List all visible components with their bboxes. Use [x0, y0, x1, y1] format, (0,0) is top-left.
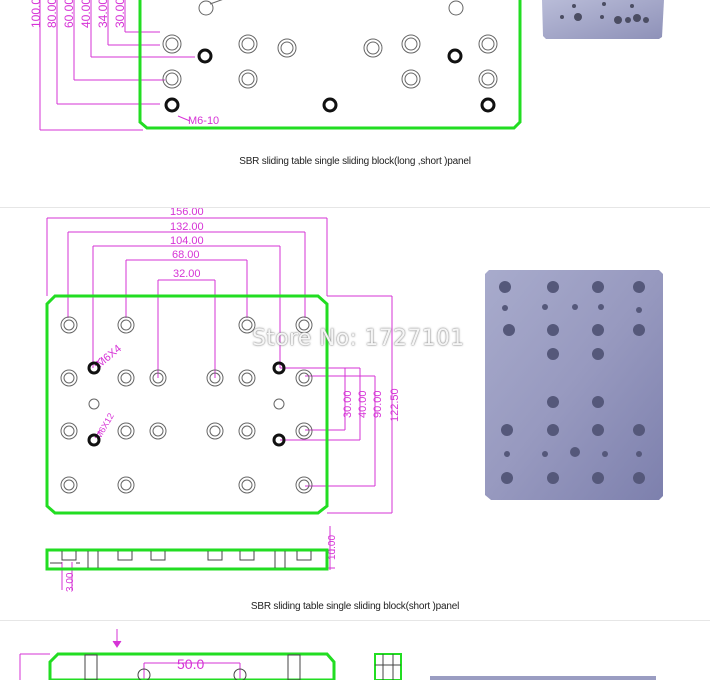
dim-80: 80.00: [45, 0, 59, 28]
technical-drawing-bottom: 50.0: [19, 629, 656, 682]
drawing-section-bottom: 50.0: [0, 621, 710, 682]
caption-section-1: SBR sliding table single sliding block(l…: [239, 156, 471, 167]
dim-30: 30.00: [113, 0, 127, 28]
dim-60: 60.00: [62, 0, 76, 28]
dim-68: 68.00: [172, 249, 200, 261]
dim-104: 104.00: [170, 235, 204, 247]
dim-90: 90.00: [372, 390, 384, 418]
caption-section-2: SBR sliding table single sliding block(s…: [250, 601, 460, 612]
drawing-section-short: 156.00 132.00 104.00 68.00 32.00 30.00 4…: [0, 206, 710, 618]
dim-156: 156.00: [170, 208, 204, 218]
dim-122-5: 122.50: [389, 388, 401, 422]
dim-40: 40.00: [79, 0, 93, 28]
store-watermark: Store No: 1727101: [252, 326, 465, 351]
plate-photo-top: [542, 0, 664, 39]
technical-drawing-middle: 156.00 132.00 104.00 68.00 32.00 30.00 4…: [45, 206, 401, 592]
dim-132: 132.00: [170, 221, 204, 233]
dim-34: 34.00: [96, 0, 110, 28]
dim-30: 30.00: [342, 390, 354, 418]
technical-drawing-top: 100.00 80.00 60.00 40.00 34.00 30.00 M6-…: [29, 0, 522, 131]
dim-100: 100.00: [29, 0, 43, 28]
dim-32: 32.00: [173, 268, 201, 280]
dim-step: 3.00: [65, 572, 76, 592]
hole-label-m6-10: M6-10: [188, 115, 219, 127]
dim-50: 50.0: [177, 656, 204, 672]
divider-1: [0, 207, 710, 208]
drawing-section-long-short: 100.00 80.00 60.00 40.00 34.00 30.00 M6-…: [0, 0, 710, 200]
dim-40: 40.00: [357, 390, 369, 418]
divider-2: [0, 620, 710, 621]
dim-thickness: 10.00: [327, 535, 338, 560]
plate-photo-middle: [485, 270, 663, 500]
